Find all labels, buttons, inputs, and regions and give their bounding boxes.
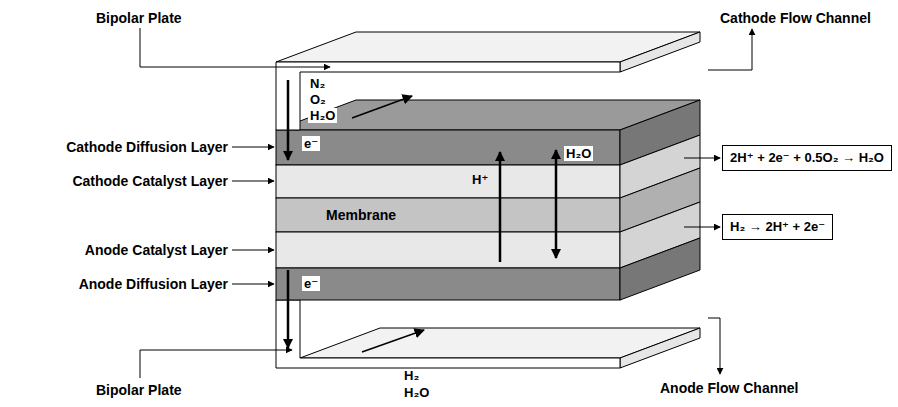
- leader-arrow: [708, 29, 752, 70]
- layer-label: Membrane: [326, 207, 396, 223]
- cathode-diffusion-layer: [276, 130, 620, 165]
- species-label: H₂O: [404, 385, 429, 400]
- species-label: H₂: [404, 368, 419, 383]
- reaction-box: 2H⁺ + 2e⁻ + 0.5O₂ → H₂O: [722, 145, 892, 171]
- part-label: Cathode Flow Channel: [720, 10, 871, 26]
- water-arrow: [555, 150, 558, 258]
- cathode-catalyst-layer: [276, 165, 620, 198]
- bipolar-plate-front: [276, 62, 620, 130]
- anode-diffusion-side: [620, 238, 700, 300]
- leader-arrow: [140, 28, 330, 67]
- layer-label: Anode Catalyst Layer: [85, 242, 228, 258]
- proton-arrow: [499, 152, 502, 262]
- part-label: Bipolar Plate: [96, 382, 182, 398]
- layer-label: Cathode Diffusion Layer: [66, 139, 228, 155]
- leader-arrow: [232, 181, 274, 182]
- anode-catalyst-layer: [276, 232, 620, 268]
- electron-arrow: [287, 270, 290, 348]
- bipolar-plate-end-face: [620, 328, 700, 368]
- part-label: Bipolar Plate: [96, 10, 182, 26]
- leader-arrow: [232, 147, 274, 148]
- species-label: H₂O: [308, 108, 337, 123]
- bipolar-plate-front: [276, 300, 620, 368]
- proton-label: H⁺: [472, 172, 488, 187]
- membrane-layer: [276, 198, 620, 232]
- anode-diffusion-layer: [276, 268, 620, 300]
- species-label: O₂: [308, 92, 328, 107]
- leader-arrow: [232, 250, 274, 251]
- electron-arrow: [287, 80, 290, 160]
- leader-arrow: [140, 350, 292, 378]
- leader-arrow: [708, 318, 720, 374]
- species-label: N₂: [308, 76, 327, 91]
- flow-arrow: [362, 330, 424, 352]
- electron-label: e⁻: [302, 136, 320, 151]
- leader-arrow: [684, 227, 720, 228]
- reaction-box: H₂ → 2H⁺ + 2e⁻: [722, 214, 833, 240]
- leader-arrow: [232, 284, 274, 285]
- reaction-equation: 2H⁺ + 2e⁻ + 0.5O₂ → H₂O: [730, 150, 884, 166]
- bipolar-plate-end-face: [620, 32, 700, 72]
- part-label: Anode Flow Channel: [660, 380, 798, 396]
- layer-label: Anode Diffusion Layer: [79, 276, 228, 292]
- layer-label: Cathode Catalyst Layer: [72, 173, 228, 189]
- reaction-equation: H₂ → 2H⁺ + 2e⁻: [730, 219, 825, 235]
- leader-arrow: [684, 158, 720, 159]
- electron-label: e⁻: [302, 276, 320, 291]
- flow-arrow: [352, 96, 412, 118]
- water-label: H₂O: [564, 146, 593, 161]
